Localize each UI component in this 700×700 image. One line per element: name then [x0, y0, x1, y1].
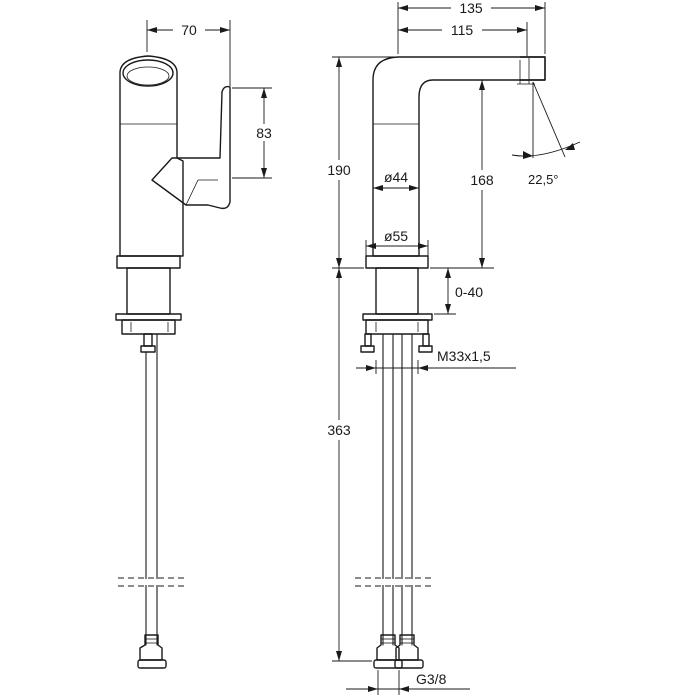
side-base-ring	[116, 255, 181, 269]
front-view: 135 115 190 168 ø44 ø55	[322, 0, 581, 695]
dim-363-label: 363	[327, 422, 351, 438]
side-lever-handle	[151, 85, 231, 210]
side-top-cap	[122, 59, 174, 87]
side-view: 70 83	[115, 20, 280, 669]
front-mounting-shank	[375, 267, 419, 315]
dim-d55-label: ø55	[384, 228, 408, 244]
dim-115-label: 115	[451, 22, 474, 38]
dim-83-label: 83	[256, 125, 272, 141]
dim-thread-label: M33x1,5	[437, 348, 491, 364]
side-top-cap-inner	[126, 66, 170, 86]
front-spout-outline	[372, 56, 546, 257]
dim-d44-label: ø44	[384, 169, 408, 185]
side-body-outline	[119, 55, 184, 257]
dim-0-40-label: 0-40	[455, 284, 483, 300]
dim-168-label: 168	[470, 172, 494, 188]
dim-70-label: 70	[181, 22, 197, 38]
dim-angle-label: 22,5°	[528, 172, 559, 187]
front-base-ring	[365, 255, 429, 269]
dim-135-label: 135	[459, 0, 483, 16]
dim-190-label: 190	[327, 162, 351, 178]
side-mounting-shank	[126, 267, 171, 315]
front-aerator	[520, 56, 546, 81]
dim-g38-label: G3/8	[416, 671, 447, 687]
